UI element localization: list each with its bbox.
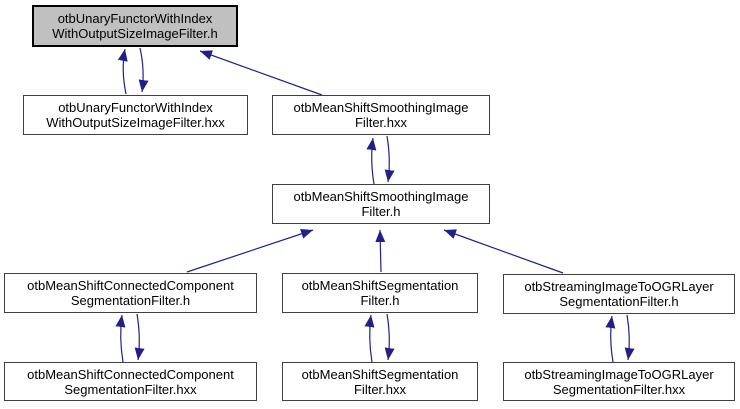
node-label-line: otbMeanShiftConnectedComponent (27, 278, 234, 293)
node-label-line: Filter.hxx (353, 381, 406, 397)
edge-arrow-down-segmentation (384, 313, 395, 361)
edge-arrow-smoothinghxx-to-root (199, 50, 323, 96)
node-meanshift-connectedcomponent-h[interactable]: otbMeanShiftConnectedComponent Segmentat… (4, 273, 257, 313)
edge-arrow-down-connectedcomponent (134, 313, 145, 361)
edge-arrow-segmentation-to-smoothing (375, 229, 386, 273)
edge-arrow-up-unaryfunctor (117, 48, 128, 95)
node-label-line: Filter.h (361, 204, 401, 219)
edge-arrow-down-smoothing (384, 135, 395, 183)
node-streaming-image-to-ogrlayer-h[interactable]: otbStreamingImageToOGRLayer Segmentation… (503, 274, 735, 314)
edge-arrow-up-connectedcomponent (115, 314, 126, 363)
edge-arrow-up-segmentation (364, 314, 375, 363)
node-label-line: SegmentationFilter.hxx (64, 381, 197, 397)
node-label-line: otbMeanShiftSegmentation (301, 278, 459, 293)
node-meanshift-smoothing-h[interactable]: otbMeanShiftSmoothingImage Filter.h (272, 184, 490, 224)
node-label-line: otbMeanShiftConnectedComponent (27, 366, 234, 382)
edge-arrow-down-streaming (624, 314, 635, 361)
edge-arrow-up-smoothing (366, 137, 377, 185)
node-label-line: Filter.h (360, 293, 400, 308)
node-label-line: Filter.hxx (354, 115, 407, 130)
edge-arrow-up-streaming (605, 315, 616, 363)
node-label-line: WithOutputSizeImageFilter.hxx (46, 115, 225, 130)
node-label-line: otbMeanShiftSmoothingImage (293, 100, 469, 115)
node-label-line: SegmentationFilter.h (70, 293, 191, 308)
edge-arrow-down-unaryfunctor (138, 47, 149, 93)
node-label-line: otbStreamingImageToOGRLayer (524, 279, 714, 294)
node-label-line: otbUnaryFunctorWithIndex (57, 11, 213, 26)
edge-arrow-streaming-to-smoothing (443, 229, 564, 274)
node-meanshift-segmentation-hxx[interactable]: otbMeanShiftSegmentation Filter.hxx (282, 362, 478, 401)
node-meanshift-smoothing-hxx[interactable]: otbMeanShiftSmoothingImage Filter.hxx (272, 95, 490, 135)
node-label-line: otbMeanShiftSegmentation (301, 366, 459, 382)
node-label-line: otbUnaryFunctorWithIndex (58, 100, 213, 115)
edge-arrow-connectedcomponent-to-smoothing (186, 229, 314, 273)
node-label-line: WithOutputSizeImageFilter.h (52, 26, 218, 41)
node-unary-functor-with-index-hxx[interactable]: otbUnaryFunctorWithIndex WithOutputSizeI… (23, 95, 248, 135)
node-label-line: SegmentationFilter.h (559, 294, 679, 309)
node-streaming-image-to-ogrlayer-hxx[interactable]: otbStreamingImageToOGRLayer Segmentation… (503, 362, 735, 401)
node-label-line: otbMeanShiftSmoothingImage (293, 189, 469, 204)
node-label-line: SegmentationFilter.hxx (552, 381, 686, 397)
node-meanshift-connectedcomponent-hxx[interactable]: otbMeanShiftConnectedComponent Segmentat… (4, 362, 257, 401)
node-meanshift-segmentation-h[interactable]: otbMeanShiftSegmentation Filter.h (282, 273, 478, 313)
node-unary-functor-with-index-h[interactable]: otbUnaryFunctorWithIndex WithOutputSizeI… (32, 5, 238, 47)
node-label-line: otbStreamingImageToOGRLayer (524, 366, 714, 382)
